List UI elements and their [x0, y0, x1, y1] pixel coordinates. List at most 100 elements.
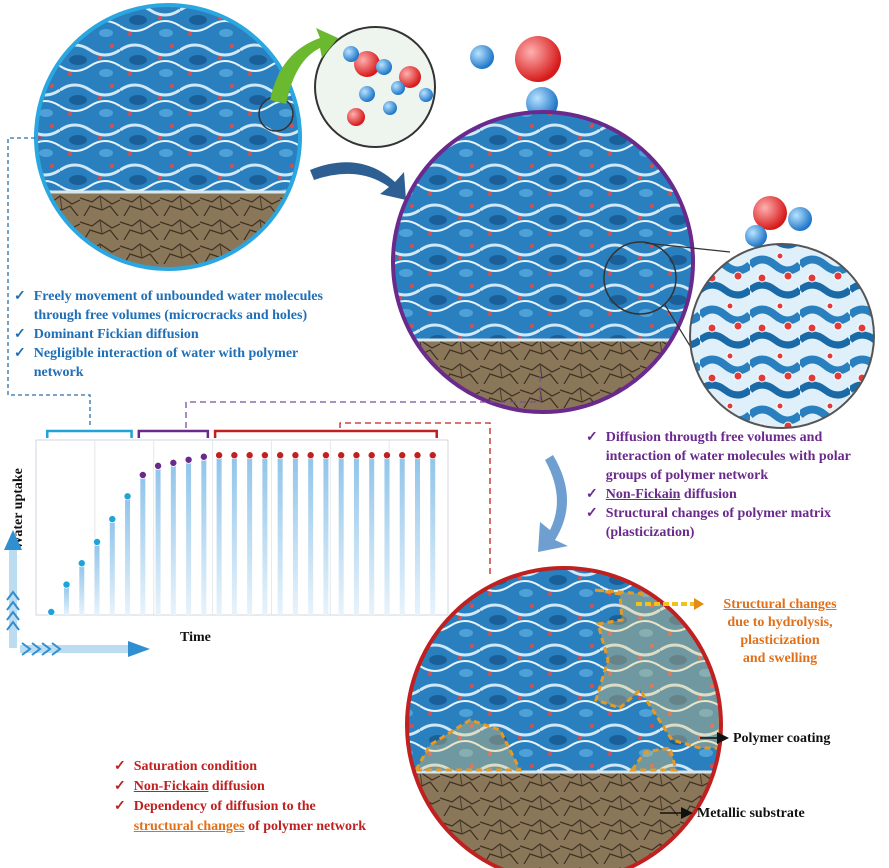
chart-point: [215, 451, 224, 460]
chart-point: [413, 451, 422, 460]
x-axis-arrow: [20, 641, 150, 657]
chart-stem: [369, 455, 375, 615]
check-icon: ✓: [586, 430, 598, 445]
stage2-bullet-3: ✓ Structural changes of polymer matrix (p…: [586, 504, 886, 542]
stage2-bullet-1: ✓ Diffusion througth free volumes and int…: [586, 428, 886, 485]
stage3-guide-line: [339, 422, 491, 575]
chart-stem: [125, 496, 131, 615]
chart-point: [352, 451, 361, 460]
stage3-bullet-3-part1: Dependency of diffusion to the: [133, 799, 316, 814]
stage-bracket: [137, 429, 210, 438]
stage3-bullet-3: ✓ Dependency of diffusion to the structura…: [114, 797, 444, 837]
flow-arrow-1: [310, 162, 406, 200]
x-axis-label: Time: [180, 630, 211, 645]
stage2-bullet-2-rest: diffusion: [680, 487, 737, 502]
chart-stem: [201, 456, 207, 615]
chart-stem: [384, 455, 390, 615]
green-zoom-arrow: [270, 28, 338, 104]
chart-point: [321, 451, 330, 460]
chart-stem: [247, 455, 253, 615]
stage3-description: ✓ Saturation condition ✓ Non-Fickain diffu…: [114, 757, 444, 837]
stage3-bullet-2: ✓ Non-Fickain diffusion: [114, 777, 444, 797]
stage1-description: ✓ Freely movement of unbounded water mole…: [14, 287, 334, 382]
stage3-bullet-2-rest: diffusion: [208, 779, 265, 794]
stage3-bullet-2-underlined: Non-Fickain: [133, 779, 209, 794]
stage1-bullet-1-text: Freely movement of unbounded water molec…: [33, 289, 323, 323]
callout-line-4: and swelling: [742, 651, 818, 666]
chart-point: [291, 451, 300, 460]
chart-stem: [414, 455, 420, 615]
chart-stem: [155, 465, 161, 615]
stage1-bullet-2: ✓Dominant Fickian diffusion: [14, 325, 334, 344]
stage3-bullet-3-rest: of polymer network: [244, 819, 367, 834]
stage1-guide-line: [7, 137, 91, 428]
stage2-guide-line: [185, 370, 541, 428]
chart-stem: [170, 462, 176, 615]
chart-point: [276, 451, 285, 460]
stage2-bullet-1-text: Diffusion througth free volumes and inte…: [605, 430, 851, 483]
metallic-substrate-label: Metallic substrate: [697, 806, 805, 821]
check-icon: ✓: [586, 506, 598, 521]
chart-point: [428, 451, 437, 460]
chart-point: [47, 607, 56, 616]
stage2-bullet-3-text: Structural changes of polymer matrix (pl…: [605, 506, 831, 540]
chart-point: [367, 451, 376, 460]
chart-point: [62, 580, 71, 589]
chart-point: [138, 470, 147, 479]
chart-point: [398, 451, 407, 460]
stage3-bullet-3-underlined: structural changes: [133, 819, 245, 834]
stage3-bullet-1-text: Saturation condition: [133, 759, 258, 774]
chart-point: [382, 451, 391, 460]
chart-stem: [231, 455, 237, 615]
callout-title: Structural changes: [723, 597, 837, 612]
callout-line-2: due to hydrolysis,: [727, 615, 833, 630]
y-axis-label: Water uptake: [11, 468, 26, 550]
chart-stem: [79, 563, 85, 615]
chart-stem: [186, 459, 192, 615]
structural-changes-callout: Structural changes due to hydrolysis, pl…: [690, 596, 870, 668]
chart-plot-area: [35, 439, 449, 616]
check-icon: ✓: [586, 487, 598, 502]
chart-stem: [109, 519, 115, 615]
chart-point: [337, 451, 346, 460]
stage-brackets: [46, 429, 438, 438]
y-axis-arrow: [4, 530, 22, 648]
chart-point: [245, 451, 254, 460]
polymer-coating-label: Polymer coating: [733, 731, 831, 746]
chart-stem: [140, 475, 146, 615]
stage2-bullet-2: ✓ Non-Fickain diffusion: [586, 485, 886, 504]
chart-point: [123, 492, 132, 501]
chart-point: [77, 559, 86, 568]
chart-stem: [430, 455, 436, 615]
check-icon: ✓: [114, 799, 126, 814]
chart-point: [154, 461, 163, 470]
chart-point: [230, 451, 239, 460]
stage1-bullet-3-text: Negligible interaction of water with pol…: [33, 346, 299, 380]
chart-stems: [48, 455, 436, 615]
stage2-description: ✓ Diffusion througth free volumes and int…: [586, 428, 886, 542]
chart-stem: [338, 455, 344, 615]
water-uptake-chart: Time Water uptake: [4, 429, 449, 657]
chart-stem: [292, 455, 298, 615]
check-icon: ✓: [114, 779, 126, 794]
chart-point: [108, 515, 117, 524]
stage1-bullet-1: ✓Freely movement of unbounded water mole…: [14, 287, 334, 325]
check-icon: ✓: [14, 327, 26, 342]
chart-point: [169, 458, 178, 467]
chart-stem: [262, 455, 268, 615]
chart-point: [260, 451, 269, 460]
stage-bracket: [46, 429, 133, 438]
stage2-micrograph: [391, 110, 731, 414]
chart-stem: [64, 584, 70, 615]
stage2-bullet-2-underlined: Non-Fickain: [605, 487, 681, 502]
chart-stem: [94, 541, 100, 615]
chart-point: [306, 451, 315, 460]
stage3-micrograph: [405, 566, 723, 868]
chart-stem: [399, 455, 405, 615]
chart-point: [93, 537, 102, 546]
chart-points: [47, 451, 437, 616]
stage2-zoom: [689, 243, 875, 429]
chart-point: [199, 452, 208, 461]
flow-arrow-2: [538, 455, 568, 552]
